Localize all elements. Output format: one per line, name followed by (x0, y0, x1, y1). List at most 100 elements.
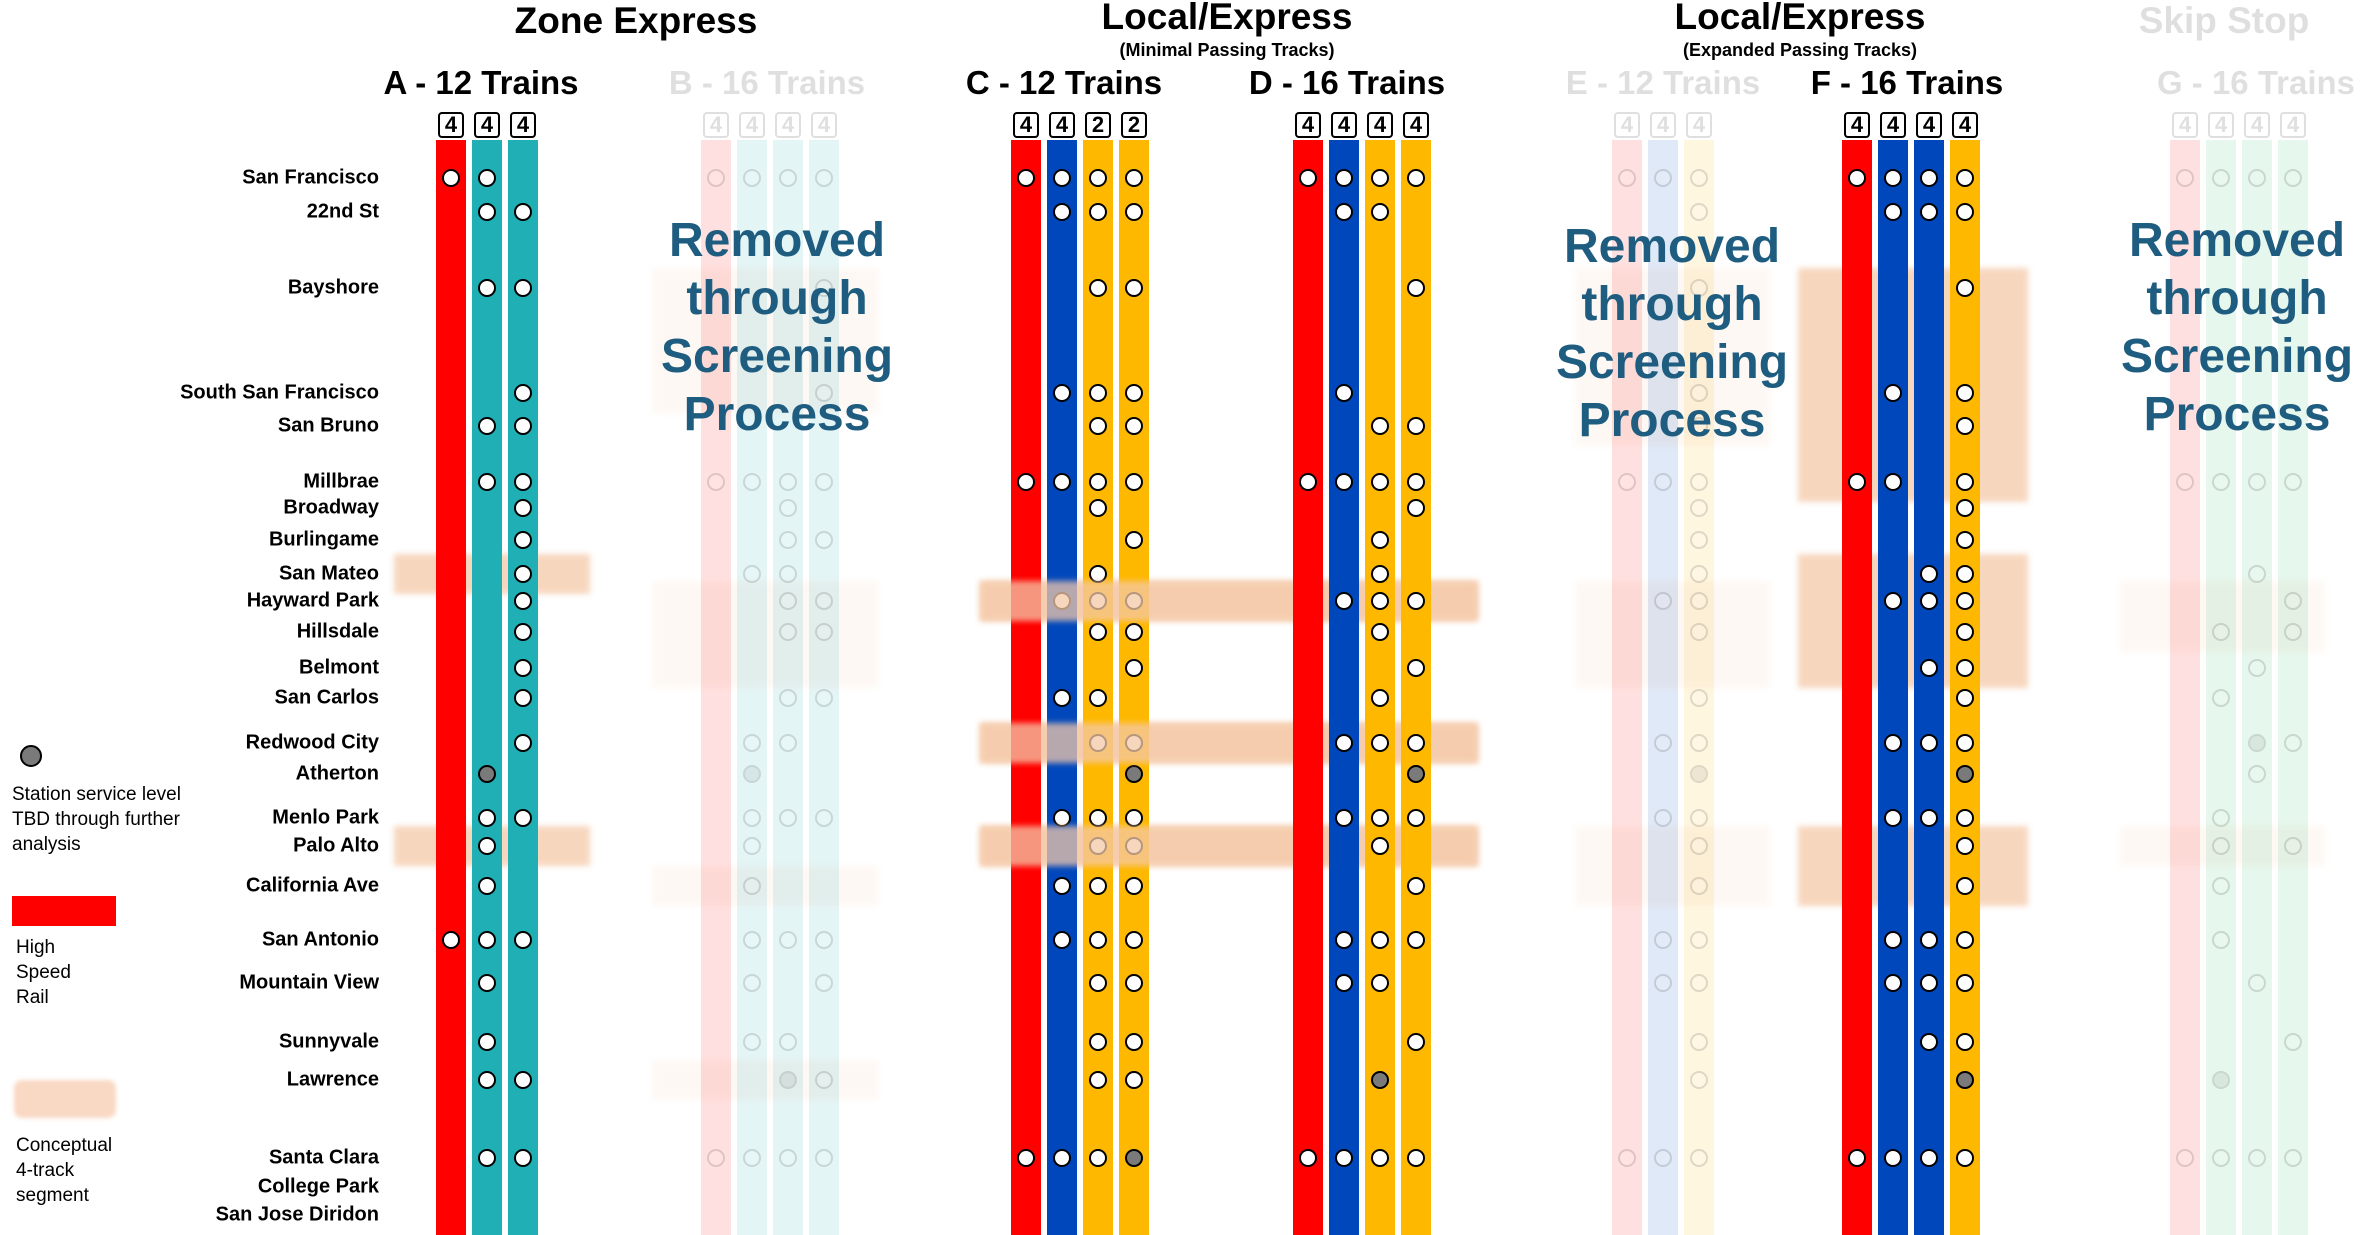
capacity-badge: 4 (1403, 112, 1429, 138)
station-stop-dot (815, 931, 833, 949)
station-stop-dot (2248, 565, 2266, 583)
station-stop-dot (442, 931, 460, 949)
station-stop-dot (1920, 734, 1938, 752)
station-stop-dot (1089, 169, 1107, 187)
group-title-skip-stop: Skip Stop (2138, 0, 2310, 41)
station-label: San Jose Diridon (215, 1203, 379, 1226)
station-stop-dot (1335, 169, 1353, 187)
station-stop-dot (1690, 1071, 1708, 1089)
station-stop-dot (1956, 384, 1974, 402)
station-stop-dot (1956, 203, 1974, 221)
service-track (1684, 140, 1714, 1235)
service-track (1047, 140, 1077, 1235)
station-stop-dot (1371, 623, 1389, 641)
four-track-segment (1575, 581, 1770, 688)
station-stop-dot (743, 169, 761, 187)
service-track (1401, 140, 1431, 1235)
station-stop-dot (815, 169, 833, 187)
station-stop-dot (1089, 499, 1107, 517)
station-stop-dot (779, 565, 797, 583)
station-stop-dot (1335, 974, 1353, 992)
station-stop-dot (478, 203, 496, 221)
station-stop-dot (1654, 734, 1672, 752)
option-label: F - 16 Trains (1810, 64, 2004, 101)
station-stop-dot (1884, 592, 1902, 610)
option-label: E - 12 Trains (1565, 64, 1761, 101)
station-stop-dot (2212, 1149, 2230, 1167)
station-stop-dot (478, 169, 496, 187)
four-track-segment (980, 723, 1478, 763)
station-stop-dot (1956, 659, 1974, 677)
service-track (737, 140, 767, 1235)
station-label: Hayward Park (246, 589, 379, 612)
station-stop-dot (2248, 473, 2266, 491)
station-stop-dot (2248, 1149, 2266, 1167)
station-stop-dot (1956, 473, 1974, 491)
station-stop-dot (743, 931, 761, 949)
four-track-segment (652, 1060, 878, 1100)
station-label: Mountain View (239, 971, 379, 994)
station-stop-dot (1371, 531, 1389, 549)
station-stop-dot (815, 531, 833, 549)
station-stop-dot (1125, 1033, 1143, 1051)
capacity-badge: 4 (1880, 112, 1906, 138)
station-stop-dot (1920, 1149, 1938, 1167)
four-track-segment (652, 268, 878, 413)
station-stop-dot (1335, 473, 1353, 491)
capacity-badge: 2 (1121, 112, 1147, 138)
tbd-stop-dot (1371, 1071, 1389, 1089)
station-stop-dot (1690, 974, 1708, 992)
station-stop-dot (1920, 565, 1938, 583)
station-stop-dot (1017, 1149, 1035, 1167)
station-stop-dot (2176, 169, 2194, 187)
station-stop-dot (743, 473, 761, 491)
station-stop-dot (1299, 473, 1317, 491)
station-stop-dot (2176, 1149, 2194, 1167)
station-stop-dot (1089, 1071, 1107, 1089)
station-stop-dot (478, 1071, 496, 1089)
capacity-badge: 4 (2280, 112, 2306, 138)
station-stop-dot (1335, 809, 1353, 827)
station-stop-dot (1125, 384, 1143, 402)
station-stop-dot (1371, 931, 1389, 949)
station-stop-dot (478, 1033, 496, 1051)
station-stop-dot (514, 473, 532, 491)
station-stop-dot (2248, 659, 2266, 677)
service-track (436, 140, 466, 1235)
station-stop-dot (779, 809, 797, 827)
station-stop-dot (1053, 689, 1071, 707)
station-stop-dot (1335, 384, 1353, 402)
station-stop-dot (1690, 592, 1708, 610)
station-label: Sunnyvale (278, 1030, 379, 1053)
station-stop-dot (1690, 931, 1708, 949)
option-label: G - 16 Trains (2156, 64, 2356, 101)
station-stop-dot (478, 279, 496, 297)
station-stop-dot (1407, 877, 1425, 895)
station-stop-dot (1690, 877, 1708, 895)
capacity-badge: 4 (438, 112, 464, 138)
station-stop-dot (1125, 531, 1143, 549)
station-stop-dot (1407, 659, 1425, 677)
station-label: Atherton (295, 762, 379, 785)
station-stop-dot (1956, 689, 1974, 707)
station-stop-dot (1371, 734, 1389, 752)
station-stop-dot (1371, 689, 1389, 707)
group-title-zone-express: Zone Express (514, 0, 758, 41)
station-stop-dot (478, 1149, 496, 1167)
station-stop-dot (1690, 734, 1708, 752)
station-label: Bayshore (287, 276, 379, 299)
station-label: Palo Alto (293, 834, 379, 857)
tbd-stop-dot (779, 1071, 797, 1089)
station-label: San Bruno (277, 414, 379, 437)
station-stop-dot (1335, 592, 1353, 610)
service-track (1648, 140, 1678, 1235)
station-stop-dot (2284, 1149, 2302, 1167)
capacity-badge: 4 (510, 112, 536, 138)
station-stop-dot (1089, 689, 1107, 707)
station-stop-dot (1053, 473, 1071, 491)
station-stop-dot (1125, 623, 1143, 641)
station-label: San Carlos (274, 686, 379, 709)
four-track-segment (1798, 268, 2028, 502)
station-stop-dot (1371, 565, 1389, 583)
